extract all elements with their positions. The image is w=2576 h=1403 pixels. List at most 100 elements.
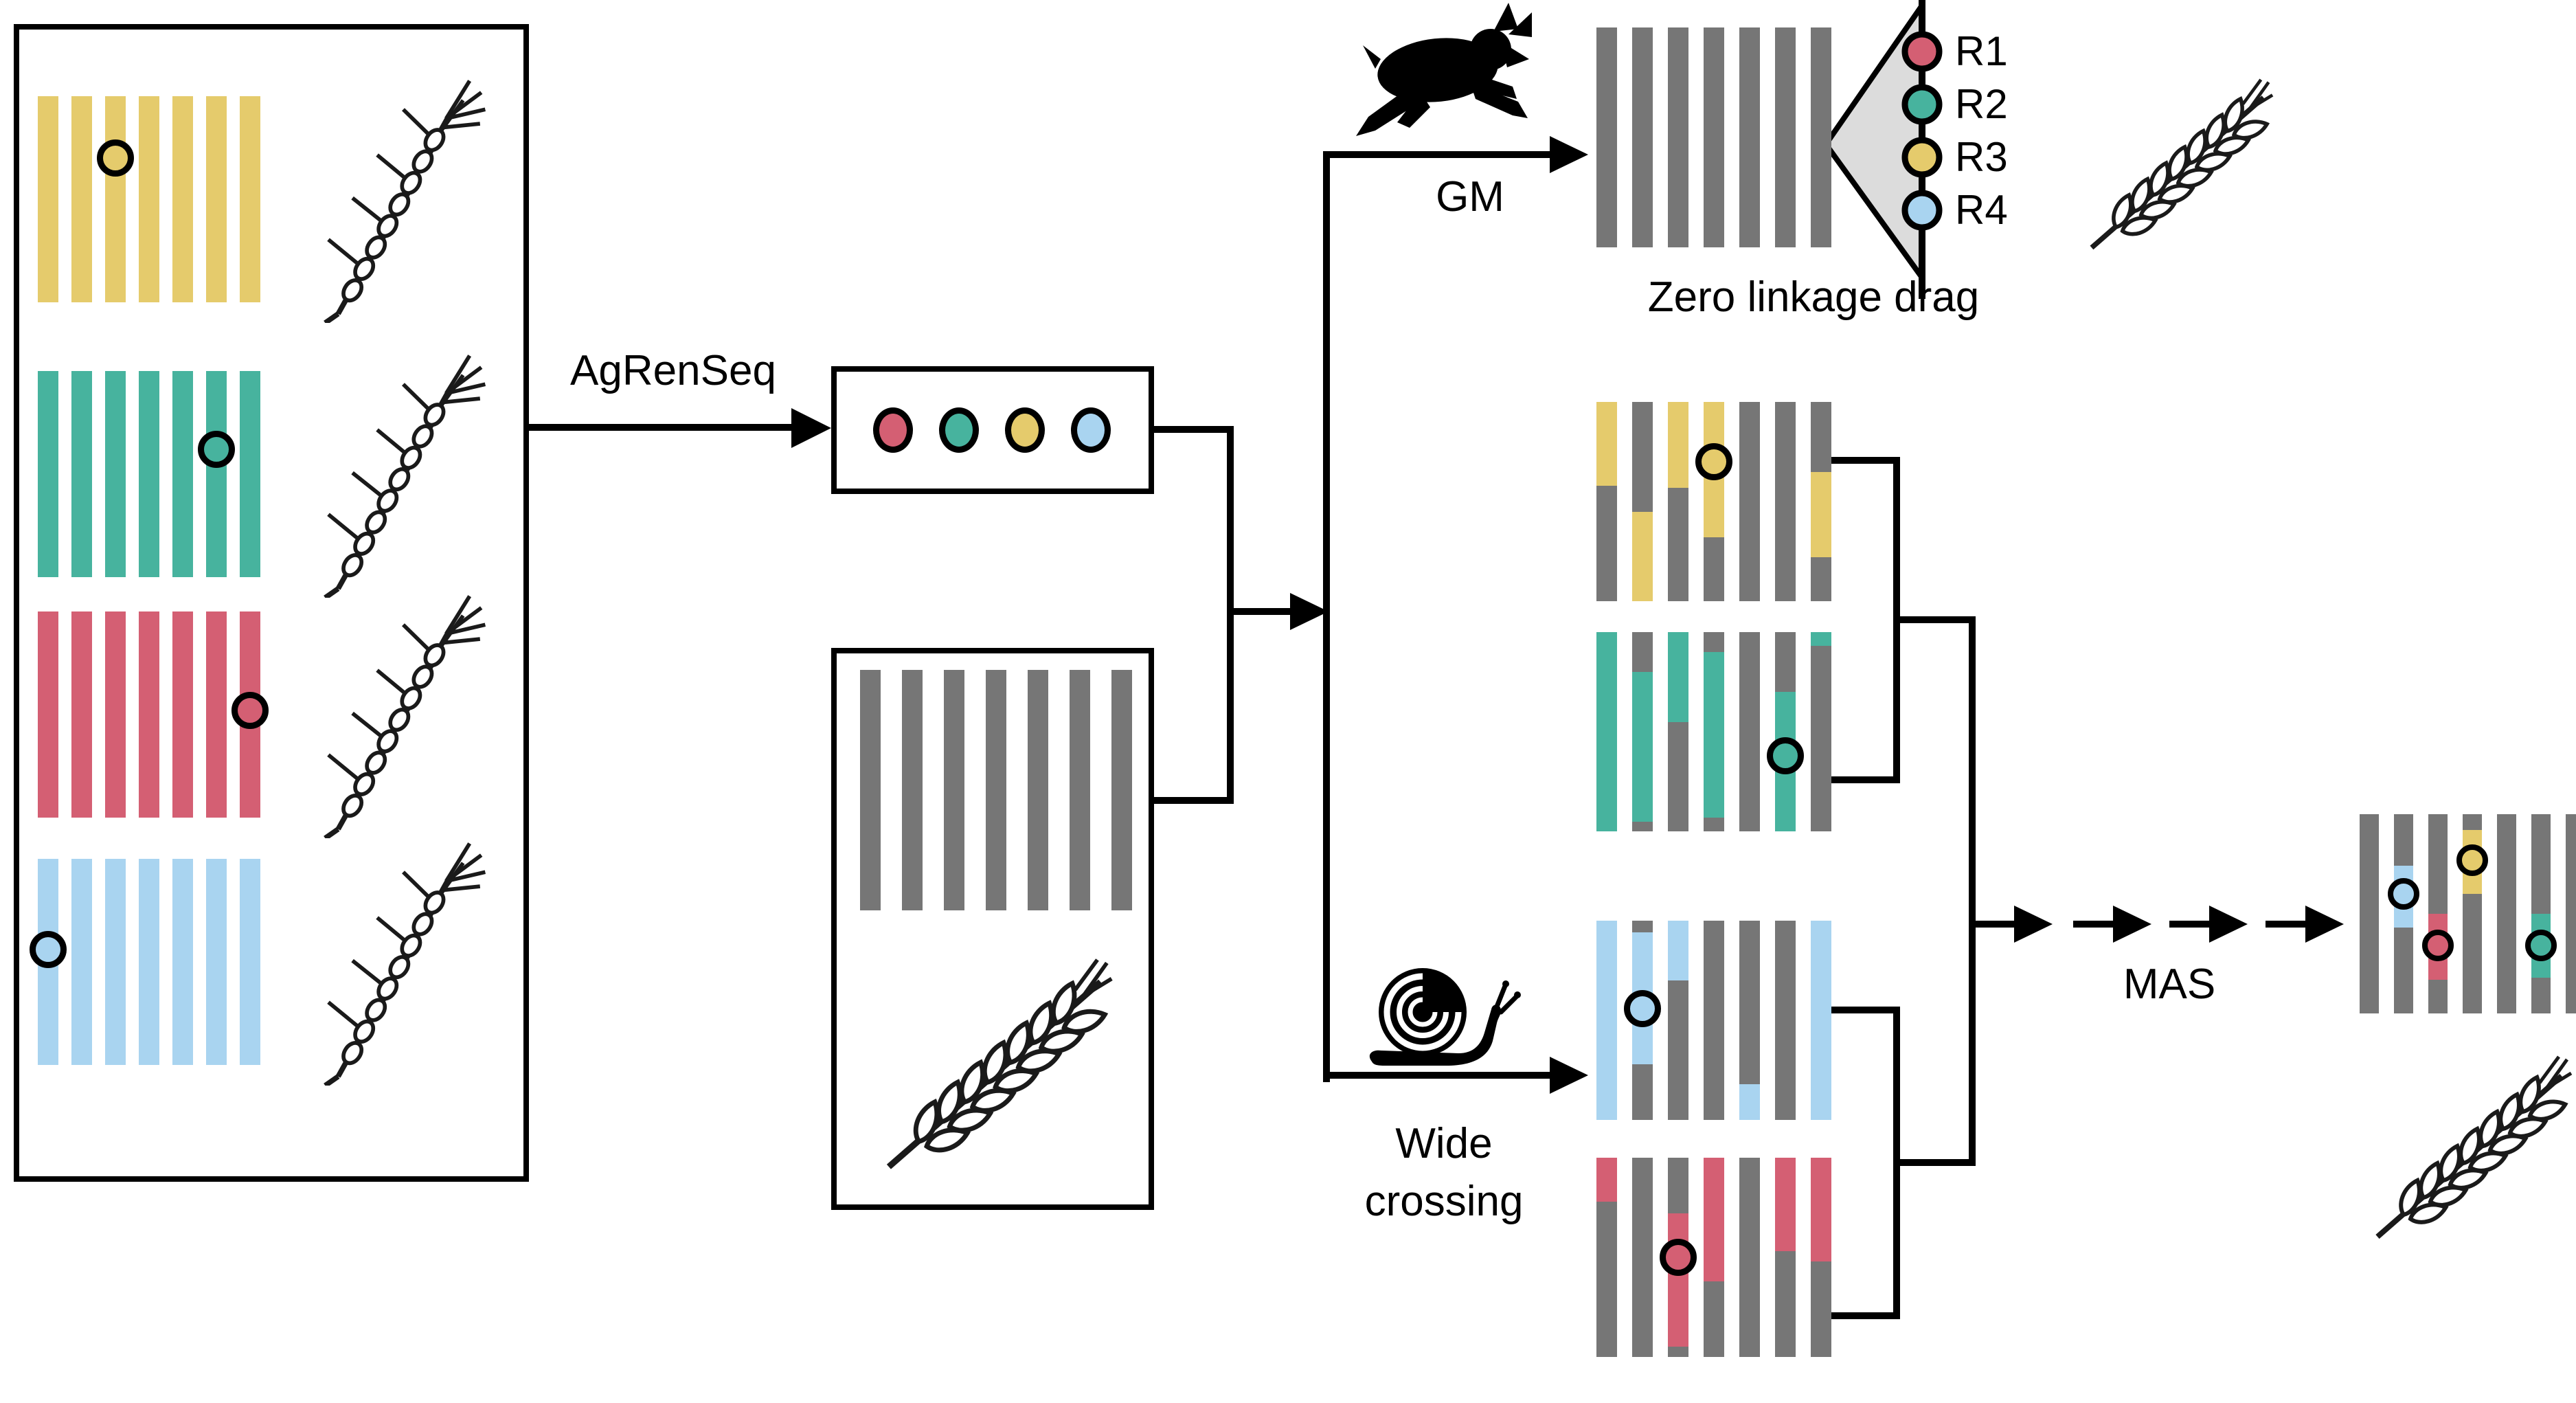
chromosome-segment: [1668, 402, 1688, 488]
resistance-gene-marker: [30, 931, 67, 968]
legend-label-r2: R2: [1955, 81, 2008, 127]
bracket1-out: [1897, 616, 1974, 623]
gene-pool-circle-r1: [873, 407, 913, 453]
chromosome-segment: [2497, 814, 2516, 1013]
resistance-gene-marker: [2456, 844, 2488, 876]
mas-arrow1-head: [2014, 906, 2053, 943]
resistance-gene-marker: [1660, 1239, 1697, 1276]
chromosome-segment: [2394, 814, 2413, 866]
chromosome-bar: [139, 96, 159, 302]
chromosome-bar: [1668, 402, 1688, 601]
chromosome-segment: [38, 96, 58, 302]
wide-crossing-arrow-shaft: [1323, 1072, 1550, 1079]
chromosome-bar: [1632, 632, 1653, 831]
chromosome-bar: [1704, 921, 1724, 1120]
genepool-out-line: [1149, 426, 1231, 433]
chromosome-bar: [206, 371, 227, 577]
gm-arrow-shaft: [1323, 151, 1550, 158]
chromosome-bar: [1811, 632, 1831, 831]
chromosome-bar: [1739, 27, 1760, 247]
chromosome-segment: [1632, 27, 1653, 247]
genome-group-donor-red: [38, 611, 269, 818]
chromosome-bar: [105, 96, 126, 302]
genome-group-cross-blue: [1596, 921, 1831, 1120]
chromosome-segment: [206, 96, 227, 302]
chromosome-segment: [1704, 652, 1724, 818]
chromosome-segment: [172, 611, 193, 818]
genome-group-donor-blue: [30, 859, 260, 1065]
chromosome-segment: [2531, 977, 2551, 1013]
chromosome-segment: [1739, 27, 1760, 247]
resistance-gene-marker: [2525, 930, 2557, 962]
chromosome-segment: [1775, 402, 1796, 601]
chromosome-segment: [1811, 557, 1831, 601]
elite-out-line: [1149, 797, 1231, 804]
chromosome-bar: [240, 371, 260, 577]
genome-group-gm-result: [1596, 27, 1831, 247]
chromosome-segment: [1596, 921, 1617, 1120]
chromosome-segment: [1632, 1064, 1653, 1120]
chromosome-segment: [2428, 979, 2448, 1013]
chromosome-bar: [1668, 921, 1688, 1120]
chromosome-bar: [1775, 27, 1796, 247]
chromosome-segment: [1632, 511, 1653, 601]
chromosome-bar: [1596, 921, 1617, 1120]
chromosome-segment: [38, 371, 58, 577]
chromosome-segment: [1028, 670, 1048, 910]
chromosome-bar: [139, 371, 159, 577]
chromosome-bar: [206, 611, 227, 818]
chromosome-segment: [1704, 1281, 1724, 1357]
chromosome-segment: [71, 611, 92, 818]
chromosome-segment: [1811, 27, 1831, 247]
chromosome-bar: [1028, 670, 1048, 910]
gene-insertion-wedge: [1822, 0, 1943, 299]
chromosome-bar: [71, 859, 92, 1065]
chromosome-bar: [1704, 1158, 1724, 1357]
join-vertical-line: [1227, 426, 1234, 804]
chromosome-bar: [240, 96, 260, 302]
gm-wheat-icon: [2081, 76, 2274, 256]
chromosome-bar: [860, 670, 881, 910]
mas-arrow2-shaft: [2073, 921, 2113, 928]
chromosome-bar: [1668, 27, 1688, 247]
chromosome-segment: [1596, 1201, 1617, 1357]
chromosome-bar: [1632, 402, 1653, 601]
chromosome-segment: [1596, 27, 1617, 247]
chromosome-segment: [105, 859, 126, 1065]
chromosome-segment: [240, 371, 260, 577]
genome-group-cross-red: [1596, 1158, 1831, 1357]
chromosome-bar: [1811, 402, 1831, 601]
wild-wheat-icon-4: [317, 838, 489, 1086]
mas-arrow4-head: [2305, 906, 2344, 943]
chromosome-bar: [105, 371, 126, 577]
chromosome-bar: [71, 371, 92, 577]
chromosome-bar: [1668, 632, 1688, 831]
resistance-gene-marker: [198, 431, 235, 468]
chromosome-segment: [139, 611, 159, 818]
wide-crossing-label-line1: Wide: [1395, 1120, 1493, 1167]
chromosome-segment: [1811, 471, 1831, 558]
chromosome-bar: [38, 371, 58, 577]
chromosome-segment: [206, 611, 227, 818]
chromosome-bar: [139, 859, 159, 1065]
agrenseq-arrow-shaft: [529, 424, 793, 431]
chromosome-segment: [1739, 921, 1760, 1084]
chromosome-segment: [2428, 814, 2448, 914]
chromosome-bar: [1070, 670, 1090, 910]
resistance-gene-marker: [231, 692, 269, 729]
chromosome-segment: [71, 371, 92, 577]
resistance-gene-marker: [1695, 443, 1732, 480]
chromosome-bar: [38, 96, 58, 302]
rabbit-icon: [1356, 3, 1532, 136]
chromosome-segment: [1811, 632, 1831, 647]
chromosome-bar: [1739, 921, 1760, 1120]
chromosome-segment: [2360, 814, 2379, 1013]
chromosome-segment: [105, 96, 126, 302]
chromosome-segment: [139, 371, 159, 577]
genome-group-cross-yellow: [1596, 402, 1831, 601]
chromosome-segment: [1739, 402, 1760, 601]
elite-wheat-icon: [871, 955, 1118, 1176]
bracket2-arm-blue: [1827, 1007, 1897, 1013]
chromosome-bar: [105, 859, 126, 1065]
